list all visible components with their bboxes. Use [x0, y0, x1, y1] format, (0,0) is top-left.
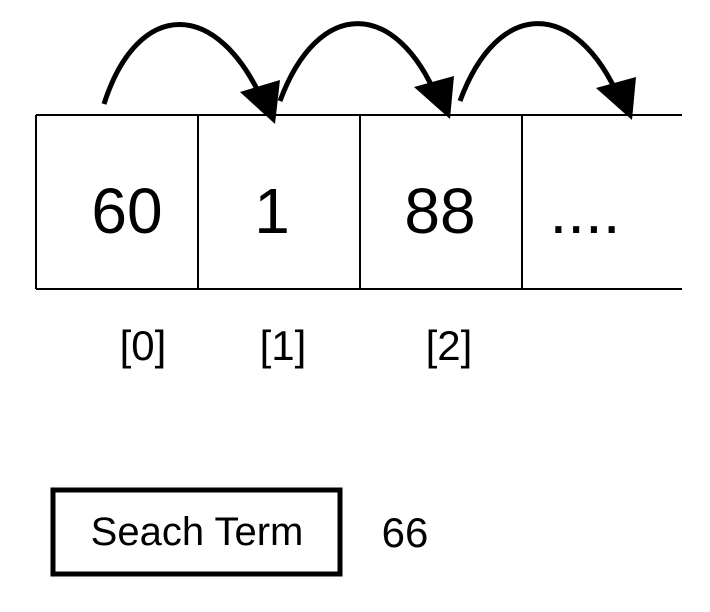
arrowhead-icon — [240, 80, 280, 124]
index-labels: [0] [1] [2] — [120, 322, 473, 369]
search-term-label: Seach Term — [91, 510, 304, 554]
arrowhead-icon — [596, 77, 636, 120]
array-cell-value: 60 — [91, 175, 162, 247]
traversal-arrow — [457, 21, 623, 102]
array-cell-value: 1 — [254, 175, 290, 247]
index-label: [1] — [260, 322, 307, 369]
index-label: [0] — [120, 322, 167, 369]
array-cell-value: 88 — [404, 175, 475, 247]
traversal-arrows — [101, 21, 636, 124]
search-term-value: 66 — [382, 509, 429, 556]
index-label: [2] — [426, 322, 473, 369]
array: 60 1 88 .... — [35, 114, 682, 290]
search-term: Seach Term 66 — [50, 487, 429, 577]
arrowhead-icon — [414, 76, 454, 119]
traversal-arrow — [277, 21, 441, 102]
array-cell-ellipsis: .... — [549, 175, 620, 247]
search-term-box — [50, 487, 343, 577]
traversal-arrow — [101, 22, 267, 105]
